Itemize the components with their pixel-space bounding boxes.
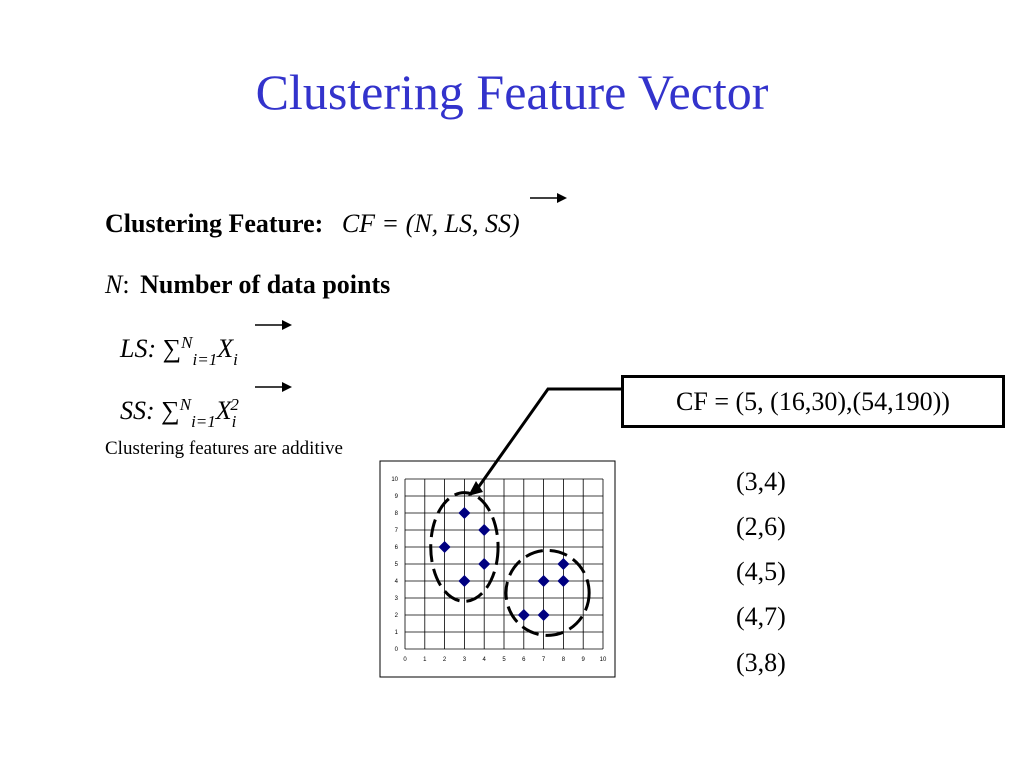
point-label: (4,5) [736,557,786,586]
chart-ticks: 0 1 2 3 4 5 6 7 8 9 10 0 1 2 3 4 5 6 7 8 9 10 [391,477,607,663]
x-tick-label: 2 [443,657,447,663]
n-definition: N: Number of data points [105,270,390,300]
cf-label: Clustering Feature: [105,209,324,238]
x-variable: X [215,396,232,425]
y-tick-label: 4 [395,579,399,585]
x-tick-label: 9 [582,657,586,663]
ls-definition: LS: ∑Ni=1Xi [120,333,238,369]
y-tick-label: 3 [395,596,399,602]
cluster-outline [504,548,591,637]
x-tick-label: 10 [600,657,607,663]
y-tick-label: 6 [395,545,399,551]
x-variable: X [217,334,234,363]
ls-label: LS: [120,334,157,363]
x-subscript: i [233,350,238,369]
additive-note: Clustering features are additive [105,438,343,459]
x-tick-label: 5 [502,657,506,663]
sum-lower-bound: i=1 [191,412,216,431]
x-tick-label: 4 [483,657,487,663]
cf-formula: CF = (N, LS, SS) [341,209,520,238]
slide-title: Clustering Feature Vector [255,64,769,120]
sum-upper-bound: N [179,395,192,414]
y-tick-label: 7 [395,528,399,534]
data-point-diamond [537,609,550,621]
cluster-outline [429,491,500,603]
x-tick-label: 1 [423,657,427,663]
data-point-diamond [458,575,471,587]
chart-frame [379,460,616,678]
n-symbol: N [105,270,123,299]
x-subscript: i [231,412,237,431]
point-label: (3,8) [736,648,786,677]
point-label: (2,6) [736,512,786,541]
y-tick-label: 5 [395,562,399,568]
chart-points [438,507,570,621]
y-tick-label: 8 [395,511,399,517]
x-tick-label: 6 [522,657,526,663]
x-tick-label: 3 [463,657,467,663]
ss-label: SS: [120,396,155,425]
data-point-diamond [438,541,451,553]
ss-definition: SS: ∑Ni=1Xi2 [120,395,239,431]
cf-example-box: CF = (5, (16,30),(54,190)) [621,375,1005,428]
n-separator: : [122,270,130,299]
data-point-diamond [517,609,530,621]
sum-upper-bound: N [181,333,193,352]
n-description: Number of data points [140,270,391,299]
sum-lower-bound: i=1 [192,350,218,369]
y-tick-label: 0 [395,647,399,653]
y-tick-label: 9 [395,494,399,500]
ss-power: 2 [230,395,239,414]
cluster-outlines [429,491,591,637]
sigma-symbol: ∑ [161,396,180,425]
data-point-diamond [458,507,471,519]
cf-definition: Clustering Feature: CF = (N, LS, SS) [105,209,520,239]
y-tick-label: 10 [391,477,398,483]
sigma-symbol: ∑ [162,334,182,363]
data-point-diamond [537,575,550,587]
data-point-diamond [478,524,491,536]
point-label: (4,7) [736,602,786,631]
data-point-diamond [478,558,491,570]
y-tick-label: 1 [395,630,399,636]
x-tick-label: 0 [403,657,407,663]
x-tick-label: 8 [562,657,566,663]
point-label: (3,4) [736,467,786,496]
y-tick-label: 2 [395,613,399,619]
data-point-diamond [557,558,570,570]
x-tick-label: 7 [542,657,546,663]
data-point-diamond [557,575,570,587]
